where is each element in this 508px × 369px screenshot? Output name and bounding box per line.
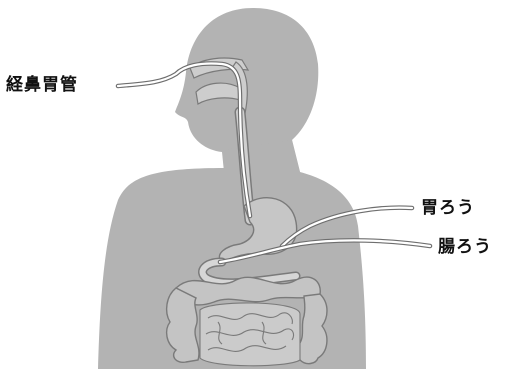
label-gastrostomy: 胃ろう (421, 198, 475, 218)
small-intestine (200, 303, 300, 366)
label-nasogastric-tube: 経鼻胃管 (6, 75, 78, 95)
label-enterostomy: 腸ろう (438, 237, 492, 257)
